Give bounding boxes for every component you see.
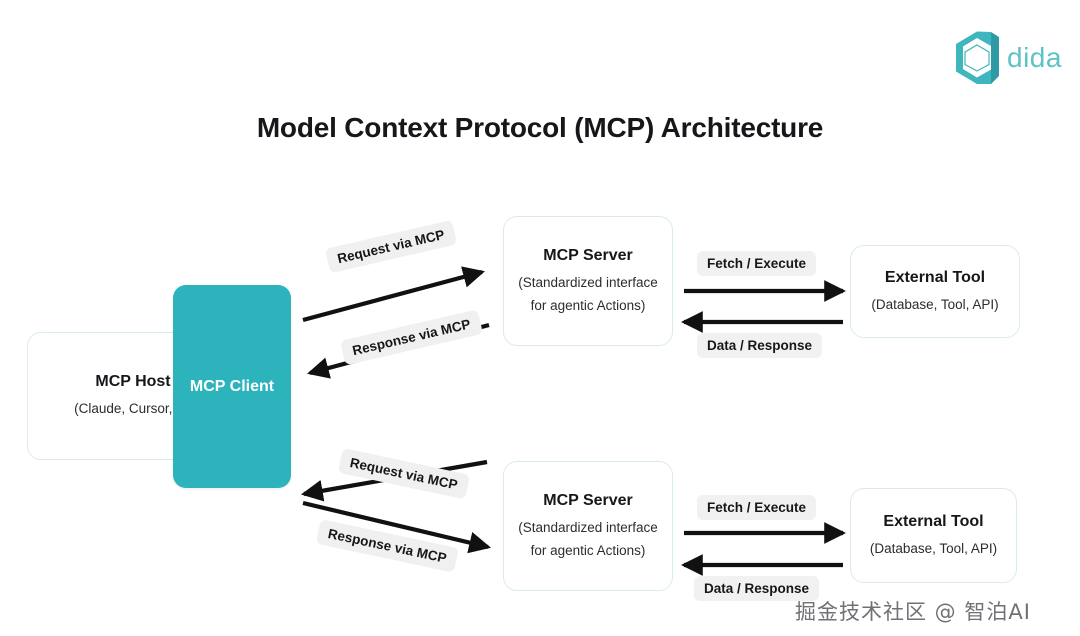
mcp-server-subtitle-line1: (Standardized interface [518, 520, 658, 536]
node-external-tool-bottom[interactable]: External Tool (Database, Tool, API) [850, 488, 1017, 583]
mcp-server-subtitle-line1: (Standardized interface [518, 275, 658, 291]
edge-label-data-top: Data / Response [697, 333, 823, 358]
external-tool-title: External Tool [883, 512, 984, 530]
mcp-server-title: MCP Server [543, 247, 633, 265]
mcp-host-subtitle: (Claude, Cursor, ...) [74, 401, 192, 417]
edge-label-request-top: Request via MCP [325, 219, 457, 274]
page-title: Model Context Protocol (MCP) Architectur… [256, 112, 824, 143]
arrow-request-top [302, 266, 485, 323]
mcp-server-subtitle-line2: for agentic Actions) [530, 297, 646, 313]
edge-label-data-bottom: Data / Response [694, 576, 820, 601]
external-tool-subtitle: (Database, Tool, API) [871, 296, 999, 312]
dida-hexagon-d-logo-icon [955, 30, 1005, 86]
edge-label-fetch-bottom: Fetch / Execute [697, 495, 817, 520]
mcp-server-title: MCP Server [543, 492, 633, 510]
mcp-client-title: MCP Client [189, 377, 275, 395]
dida-wordmark: dida [1007, 42, 1062, 73]
external-tool-subtitle: (Database, Tool, API) [869, 540, 998, 556]
node-mcp-server-top[interactable]: MCP Server (Standardized interface for a… [503, 216, 673, 346]
node-mcp-client[interactable]: MCP Client [173, 285, 291, 488]
mcp-host-title: MCP Host [95, 373, 171, 391]
node-external-tool-top[interactable]: External Tool (Database, Tool, API) [850, 245, 1020, 338]
dida-logo: dida [955, 28, 1065, 90]
external-tool-title: External Tool [884, 268, 986, 286]
node-mcp-server-bottom[interactable]: MCP Server (Standardized interface for a… [503, 461, 673, 591]
edge-label-request-bottom: Request via MCP [337, 448, 470, 500]
edge-label-response-bottom: Response via MCP [315, 519, 459, 573]
mcp-server-subtitle-line2: for agentic Actions) [530, 542, 646, 558]
edge-label-fetch-top: Fetch / Execute [697, 251, 817, 276]
watermark: 掘金技术社区 @ 智泊AI [795, 600, 1031, 624]
edge-label-response-top: Response via MCP [340, 309, 483, 366]
